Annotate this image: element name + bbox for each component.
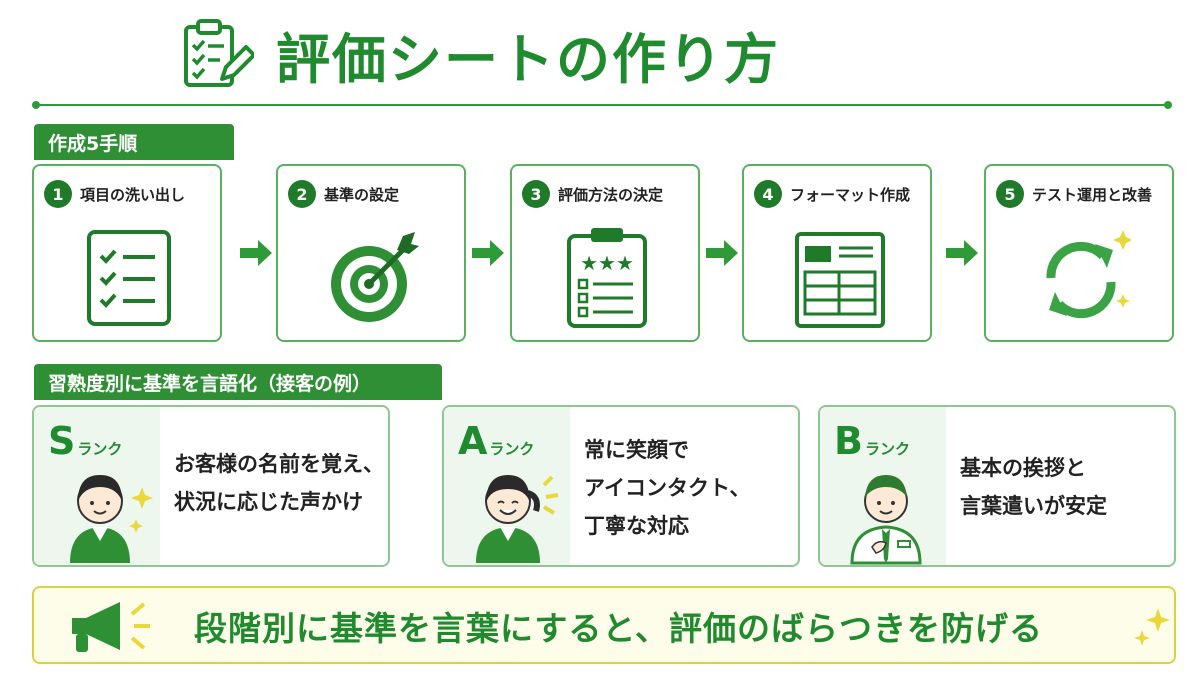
sparkle-icon (1134, 608, 1170, 646)
step-title: フォーマット作成 (790, 185, 911, 204)
arrow-right-icon (472, 240, 504, 266)
levels-section-label: 習熟度別に基準を言語化（接客の例） (34, 364, 442, 400)
arrow-right-icon (706, 240, 738, 266)
staff-woman-smiling-icon (476, 475, 559, 563)
rank-word: ランク (489, 440, 535, 458)
step-title: 評価方法の決定 (558, 185, 664, 204)
level-description: 常に笑顔で アイコンタクト、 丁寧な対応 (584, 431, 796, 545)
checklist-icon (87, 230, 171, 326)
level-line: 言葉遣いが安定 (960, 494, 1107, 518)
level-line: 基本の挨拶と (960, 456, 1086, 480)
rank-letter: A (458, 419, 488, 463)
step-card-2: 2 基準の設定 (276, 164, 466, 342)
page-title: 評価シートの作り方 (276, 27, 780, 91)
step-number-badge: 2 (288, 180, 316, 208)
level-line: お客様の名前を覚え、 (174, 452, 384, 476)
clipboard-pencil-icon (184, 19, 254, 87)
summary-banner: 段階別に基準を言葉にすると、評価のばらつきを防げる (32, 586, 1176, 664)
step-number-badge: 4 (754, 180, 782, 208)
rank-word: ランク (77, 440, 123, 458)
level-line: 状況に応じた声かけ (174, 490, 363, 514)
level-line: アイコンタクト、 (584, 476, 751, 500)
level-description: お客様の名前を覚え、 状況に応じた声かけ (174, 445, 386, 521)
banner-message: 段階別に基準を言葉にすると、評価のばらつきを防げる (194, 609, 1044, 648)
svg-text:★★★: ★★★ (580, 251, 634, 275)
step-card-1: 1 項目の洗い出し (32, 164, 222, 342)
step-number-badge: 3 (522, 180, 550, 208)
step-title: 項目の洗い出し (80, 185, 186, 204)
steps-section-label: 作成5手順 (34, 124, 234, 160)
step-title: 基準の設定 (324, 185, 400, 204)
rank-letter: S (48, 419, 76, 463)
title-divider (32, 101, 1172, 109)
target-icon (331, 232, 419, 322)
rank-letter: B (834, 419, 863, 463)
level-line: 常に笑顔で (584, 438, 689, 462)
page-header: 評価シートの作り方 (180, 14, 940, 94)
staff-man-icon (850, 475, 922, 565)
rank-word: ランク (864, 440, 910, 458)
staff-woman-icon (70, 475, 153, 563)
step-card-5: 5 テスト運用と改善 (984, 164, 1174, 342)
clipboard-stars-icon: ★★★ (567, 228, 647, 328)
level-line: 丁寧な対応 (584, 514, 689, 538)
form-layout-icon (795, 232, 885, 328)
refresh-cycle-icon (1046, 230, 1131, 319)
step-title: テスト運用と改善 (1032, 185, 1153, 204)
step-number-badge: 5 (996, 180, 1024, 208)
level-description: 基本の挨拶と 言葉遣いが安定 (960, 449, 1172, 525)
arrow-right-icon (240, 240, 272, 266)
megaphone-icon (72, 602, 150, 652)
step-number-badge: 1 (44, 180, 72, 208)
step-card-3: 3 評価方法の決定 ★★★ (510, 164, 700, 342)
step-card-4: 4 フォーマット作成 (742, 164, 932, 342)
arrow-right-icon (946, 240, 978, 266)
